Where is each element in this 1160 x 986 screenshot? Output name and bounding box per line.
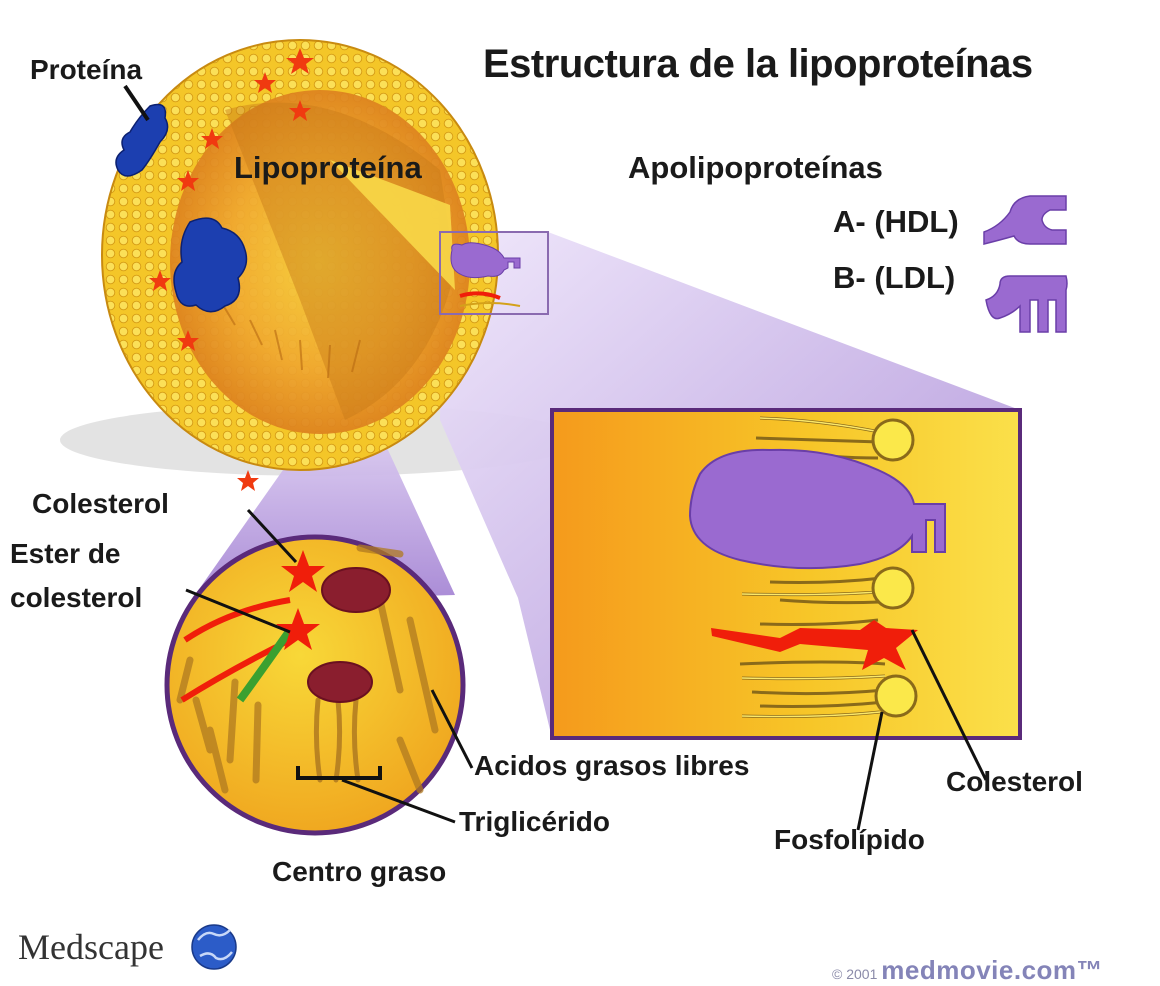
membrane-inset	[552, 410, 1020, 738]
apo-a-hdl-icon	[984, 196, 1066, 244]
label-centro-graso: Centro graso	[272, 858, 446, 886]
diagram-title: Estructura de la lipoproteínas	[483, 44, 1033, 84]
label-colesterol-right: Colesterol	[946, 768, 1083, 796]
fat-core-inset	[167, 537, 463, 833]
label-lipoproteina: Lipoproteína	[234, 152, 422, 183]
label-proteina: Proteína	[30, 56, 142, 84]
label-apo-a: A- (HDL)	[833, 206, 959, 237]
label-ester-line2: colesterol	[10, 584, 142, 612]
medscape-logo-text: Medscape	[18, 926, 164, 968]
medmovie-credit: © 2001 medmovie.com™	[832, 955, 1103, 986]
copyright-text: © 2001	[832, 966, 877, 982]
proteina-leader	[125, 86, 148, 120]
label-ester-line1: Ester de	[10, 540, 121, 568]
label-apolipoproteinas: Apolipoproteínas	[628, 152, 883, 183]
label-acidos-grasos: Acidos grasos libres	[474, 752, 749, 780]
medscape-globe-icon	[192, 925, 236, 969]
label-colesterol-left: Colesterol	[32, 490, 169, 518]
label-fosfolipido: Fosfolípido	[774, 826, 925, 854]
apo-b-ldl-icon	[986, 276, 1067, 332]
label-trigliceridos: Triglicérido	[459, 808, 610, 836]
label-apo-b: B- (LDL)	[833, 262, 955, 293]
medmovie-site: medmovie.com™	[881, 955, 1103, 985]
